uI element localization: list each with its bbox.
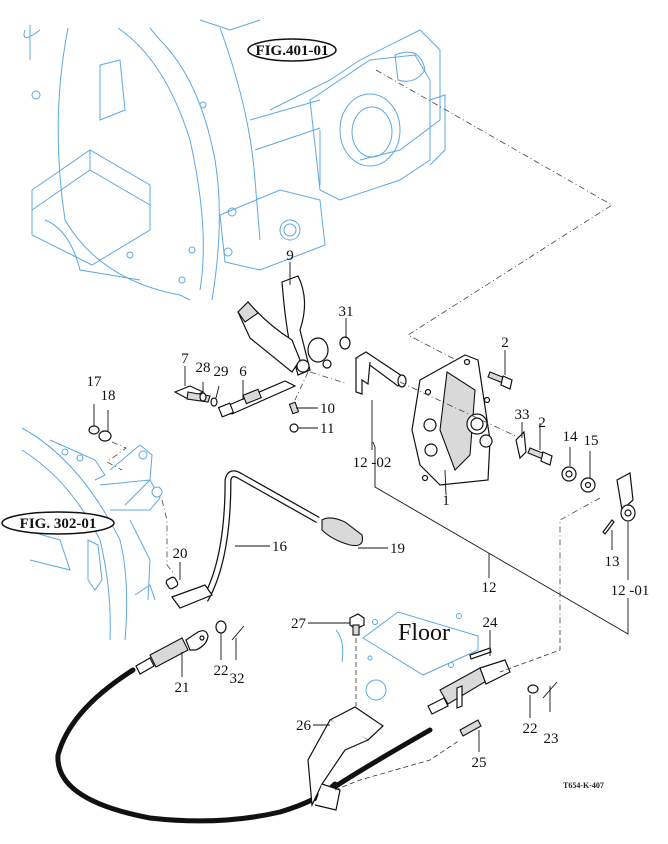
part-13-pin[interactable] — [602, 519, 615, 535]
part-12-02-lever-shaft[interactable] — [354, 351, 407, 395]
floor-panel: Floor — [335, 611, 479, 701]
guide-17-18 — [106, 441, 127, 471]
part-31-snap-ring[interactable] — [339, 336, 351, 350]
callout-10[interactable]: 10 — [320, 401, 335, 417]
part-26-bracket[interactable] — [307, 706, 384, 811]
callout-18[interactable]: 18 — [101, 388, 116, 404]
part-2-bolt-lower[interactable] — [527, 447, 553, 466]
callout-27[interactable]: 27 — [291, 616, 307, 632]
part-27-bolt[interactable] — [349, 613, 365, 636]
callout-29[interactable]: 29 — [214, 364, 229, 380]
part-33-plate[interactable] — [515, 430, 527, 460]
callout-25[interactable]: 25 — [472, 755, 487, 771]
guide-cable-end — [499, 630, 561, 673]
figure-code: T654-K-407 — [563, 781, 604, 790]
part-17-snap-ring[interactable] — [88, 425, 100, 435]
transmission-housing — [23, 19, 446, 301]
callout-12[interactable]: 12 — [482, 580, 497, 596]
callout-31[interactable]: 31 — [339, 304, 354, 320]
callout-11[interactable]: 11 — [320, 421, 334, 437]
part-1-cover[interactable] — [411, 354, 493, 486]
guide-lever-arm — [559, 497, 601, 630]
part-12-01-lever-arm[interactable] — [616, 472, 636, 522]
callout-33[interactable]: 33 — [515, 407, 530, 423]
part-21-cable-end — [327, 727, 433, 793]
callout-6[interactable]: 6 — [239, 364, 247, 380]
callout-16[interactable]: 16 — [272, 539, 288, 555]
callout-24[interactable]: 24 — [483, 615, 499, 631]
guide-20 — [161, 499, 176, 576]
callout-15[interactable]: 15 — [584, 433, 599, 449]
leader-lines — [93, 262, 629, 752]
part-6-shaft[interactable] — [217, 380, 297, 418]
callout-12-01[interactable]: 12 -01 — [611, 583, 650, 599]
callout-20[interactable]: 20 — [173, 546, 188, 562]
part-10-spring[interactable] — [288, 401, 300, 415]
figure-reference-401[interactable]: FIG.401-01 — [247, 38, 337, 62]
callout-28[interactable]: 28 — [196, 360, 211, 376]
callout-21[interactable]: 21 — [175, 680, 190, 696]
part-25-bolt[interactable] — [459, 719, 482, 737]
callout-26[interactable]: 26 — [296, 718, 312, 734]
callout-2-upper[interactable]: 2 — [501, 335, 509, 351]
frame-bracket — [21, 427, 163, 641]
part-22-washer-right[interactable] — [527, 684, 539, 694]
part-24-clevis-pin[interactable] — [469, 647, 492, 660]
part-21-cable-sheath — [55, 667, 338, 824]
part-16-shift-rod[interactable] — [171, 470, 320, 609]
callout-9[interactable]: 9 — [286, 248, 294, 264]
fig-302-label: FIG. 302-01 — [20, 516, 97, 532]
callout-32[interactable]: 32 — [230, 671, 245, 687]
part-18-washer[interactable] — [98, 430, 112, 442]
assembly-guide-line — [375, 69, 613, 363]
part-22-washer-left[interactable] — [215, 620, 227, 634]
callout-2-lower[interactable]: 2 — [538, 415, 546, 431]
figure-reference-302[interactable]: FIG. 302-01 — [1, 511, 115, 535]
callout-23[interactable]: 23 — [544, 731, 559, 747]
cable-right-end[interactable] — [427, 659, 511, 715]
part-21-cable-left-end[interactable] — [135, 630, 209, 675]
callout-22-left[interactable]: 22 — [214, 663, 229, 679]
fig-401-label: FIG.401-01 — [256, 43, 329, 59]
part-9-shift-fork[interactable] — [237, 275, 332, 376]
callout-22-right[interactable]: 22 — [523, 721, 538, 737]
callouts: 9 31 7 28 29 6 10 11 17 18 2 33 2 14 15 … — [87, 248, 650, 771]
part-32-cotter-pin[interactable] — [231, 625, 245, 641]
part-19-knob[interactable] — [321, 517, 364, 547]
callout-19[interactable]: 19 — [390, 541, 405, 557]
callout-12-02[interactable]: 12 -02 — [353, 455, 392, 471]
part-28-lock-washer[interactable] — [199, 392, 207, 402]
guide-cover-axis — [399, 381, 521, 439]
callout-13[interactable]: 13 — [605, 554, 620, 570]
floor-label: Floor — [398, 620, 450, 646]
callout-17[interactable]: 17 — [87, 374, 103, 390]
callout-1[interactable]: 1 — [442, 493, 450, 509]
callout-7[interactable]: 7 — [181, 351, 189, 367]
part-20-bushing[interactable] — [165, 576, 179, 590]
part-29-washer[interactable] — [210, 397, 218, 407]
callout-14[interactable]: 14 — [563, 429, 579, 445]
part-11-ball[interactable] — [289, 423, 299, 433]
guide-fork — [294, 371, 346, 401]
part-2-bolt-upper[interactable] — [487, 371, 513, 390]
